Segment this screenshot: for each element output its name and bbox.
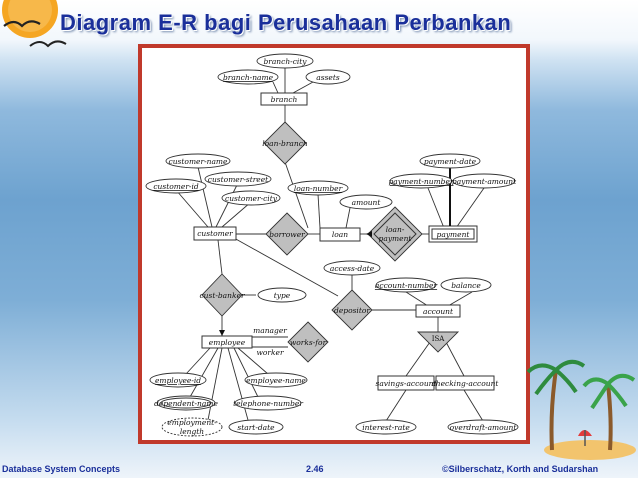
attribute-customer-id: customer-id [145, 178, 207, 194]
svg-text:savings-account: savings-account [375, 379, 437, 388]
entity-loan: loan [319, 227, 361, 242]
relationship-borrower: borrower [265, 212, 309, 256]
footer-right: ©Silberschatz, Korth and Sudarshan [442, 464, 599, 474]
svg-text:loan: loan [332, 230, 348, 239]
svg-text:branch-city: branch-city [263, 57, 307, 66]
entity-account: account [415, 304, 461, 318]
svg-text:account: account [423, 307, 454, 316]
relationship-works-for: works-for [287, 321, 329, 363]
svg-text:telephone-number: telephone-number [233, 399, 303, 408]
entity-employee: employee [201, 335, 253, 349]
role-worker: worker [256, 348, 284, 357]
svg-text:branch-name: branch-name [223, 73, 274, 82]
er-diagram: branch customer loan payment employee ac… [145, 53, 519, 437]
palm-tree-icon [526, 359, 636, 460]
svg-text:dependent-name: dependent-name [154, 399, 218, 408]
attribute-start-date: start-date [228, 419, 284, 435]
attribute-customer-city: customer-city [221, 190, 281, 206]
attribute-payment-number: payment-number [388, 173, 454, 189]
attribute-dependent-name: dependent-name [154, 395, 218, 411]
attribute-branch-name: branch-name [217, 69, 279, 85]
svg-text:employee-name: employee-name [246, 376, 306, 385]
svg-text:start-date: start-date [237, 423, 275, 432]
svg-text:employee: employee [209, 338, 246, 347]
svg-text:ISA: ISA [432, 335, 446, 343]
attribute-payment-amount: payment-amount [452, 173, 517, 189]
attribute-employee-id: employee-id [149, 372, 207, 388]
entity-customer: customer [193, 226, 237, 241]
svg-text:length: length [180, 427, 204, 436]
svg-text:cust-banker: cust-banker [199, 291, 245, 300]
attribute-payment-date: payment-date [419, 153, 481, 169]
entity-checking-account: checking-account [432, 375, 500, 391]
svg-text:borrower: borrower [269, 230, 305, 239]
attribute-loan-number: loan-number [287, 180, 349, 196]
relationship-isa: ISA [416, 331, 460, 353]
svg-text:employment-: employment- [167, 418, 217, 427]
arrow-icon [219, 330, 225, 336]
attribute-employee-name: employee-name [244, 372, 308, 388]
svg-text:customer: customer [197, 229, 233, 238]
attribute-type: type [257, 287, 307, 303]
svg-text:customer-name: customer-name [169, 157, 228, 166]
attribute-account-number: account-number [375, 277, 438, 293]
svg-text:amount: amount [352, 198, 382, 207]
role-manager: manager [253, 326, 287, 335]
attribute-interest-rate: interest-rate [355, 419, 417, 435]
svg-text:payment: payment [379, 234, 413, 243]
svg-text:type: type [274, 291, 291, 300]
svg-text:loan-: loan- [386, 225, 405, 234]
attribute-overdraft-amount: overdraft-amount [447, 419, 519, 435]
arrow-icon [366, 231, 372, 237]
svg-text:overdraft-amount: overdraft-amount [450, 423, 518, 432]
svg-text:customer-street: customer-street [208, 175, 269, 184]
svg-text:depositor: depositor [334, 306, 370, 315]
svg-text:payment-number: payment-number [388, 177, 453, 186]
attribute-employment-length: employment- length [161, 417, 223, 437]
svg-text:payment: payment [437, 230, 471, 239]
slide-footer: Database System Concepts 2.46 ©Silbersch… [0, 462, 638, 478]
svg-text:payment-date: payment-date [424, 157, 477, 166]
relationship-cust-banker: cust-banker [199, 273, 245, 317]
svg-text:loan-number: loan-number [294, 184, 343, 193]
attribute-customer-name: customer-name [165, 153, 231, 169]
relationship-loan-payment: loan- payment [367, 206, 423, 262]
svg-text:checking-account: checking-account [432, 379, 500, 388]
svg-text:account-number: account-number [375, 281, 438, 290]
attribute-access-date: access-date [323, 260, 381, 276]
entity-branch: branch [260, 92, 308, 106]
footer-page-number: 2.46 [306, 464, 324, 474]
svg-text:employee-id: employee-id [155, 376, 201, 385]
svg-text:customer-id: customer-id [153, 182, 198, 191]
slide-title: Diagram E-R bagi Perusahaan Perbankan [60, 10, 512, 35]
attribute-balance: balance [440, 277, 492, 293]
svg-text:branch: branch [271, 95, 298, 104]
entity-savings-account: savings-account [375, 375, 437, 391]
svg-text:balance: balance [451, 281, 481, 290]
attribute-customer-street: customer-street [204, 171, 272, 187]
svg-text:access-date: access-date [330, 264, 375, 273]
svg-text:customer-city: customer-city [225, 194, 278, 203]
relationship-depositor: depositor [331, 289, 373, 331]
svg-text:payment-amount: payment-amount [452, 177, 517, 186]
attribute-branch-city: branch-city [256, 53, 314, 69]
attribute-amount: amount [339, 194, 393, 210]
entity-payment: payment [428, 225, 478, 243]
svg-text:assets: assets [316, 73, 340, 82]
footer-left: Database System Concepts [2, 464, 121, 474]
sun-logo-icon [2, 0, 67, 48]
attribute-telephone-number: telephone-number [233, 395, 303, 411]
attribute-assets: assets [305, 69, 351, 85]
relationship-loan-branch: loan-branch [262, 121, 308, 165]
svg-text:loan-branch: loan-branch [262, 139, 308, 148]
connector-lines [175, 68, 485, 422]
svg-text:works-for: works-for [290, 338, 327, 347]
svg-text:interest-rate: interest-rate [362, 423, 410, 432]
